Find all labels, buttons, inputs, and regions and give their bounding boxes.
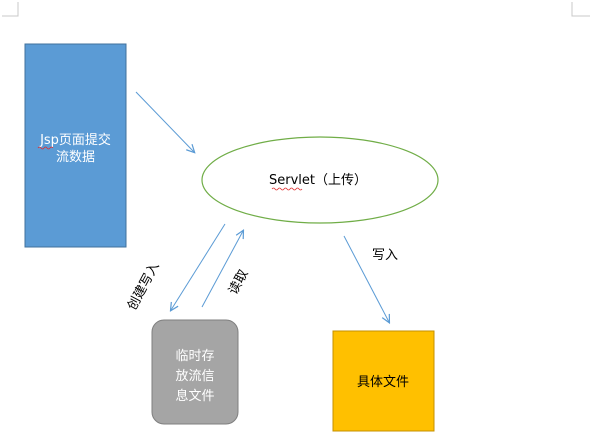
- final-file-node[interactable]: 具体文件: [332, 330, 435, 432]
- temp-label-line2: 放流信: [175, 369, 214, 384]
- temp-file-node[interactable]: 临时存 放流信 息文件: [151, 319, 239, 425]
- arrow-temp-to-servlet: [201, 231, 243, 308]
- edge-label-read: 读取: [226, 267, 251, 297]
- jsp-box: [24, 43, 127, 248]
- jsp-label-line1: Jsp页面提交: [39, 132, 111, 148]
- edge-label-write: 写入: [372, 248, 398, 263]
- servlet-ellipse: [201, 136, 439, 224]
- file-box: [332, 330, 435, 432]
- temp-label-line3: 息文件: [175, 388, 214, 404]
- jsp-label-line2: 流数据: [56, 150, 95, 165]
- temp-box: [151, 319, 239, 425]
- arrow-servlet-to-file: [343, 235, 389, 322]
- arrow-servlet-to-temp: [171, 223, 226, 310]
- spell-check-underline: [37, 146, 54, 150]
- servlet-label: Servlet（上传）: [269, 173, 367, 188]
- jsp-submit-node[interactable]: Jsp页面提交 流数据: [24, 43, 127, 248]
- arrow-jsp-to-servlet: [135, 91, 194, 152]
- temp-label-line1: 临时存: [175, 349, 214, 364]
- edge-label-create-write: 创建写入: [125, 260, 163, 313]
- spell-check-underline: [271, 187, 303, 191]
- file-label: 具体文件: [357, 375, 409, 390]
- page-corner-marks: [2, 2, 590, 17]
- servlet-node[interactable]: Servlet（上传）: [201, 136, 439, 224]
